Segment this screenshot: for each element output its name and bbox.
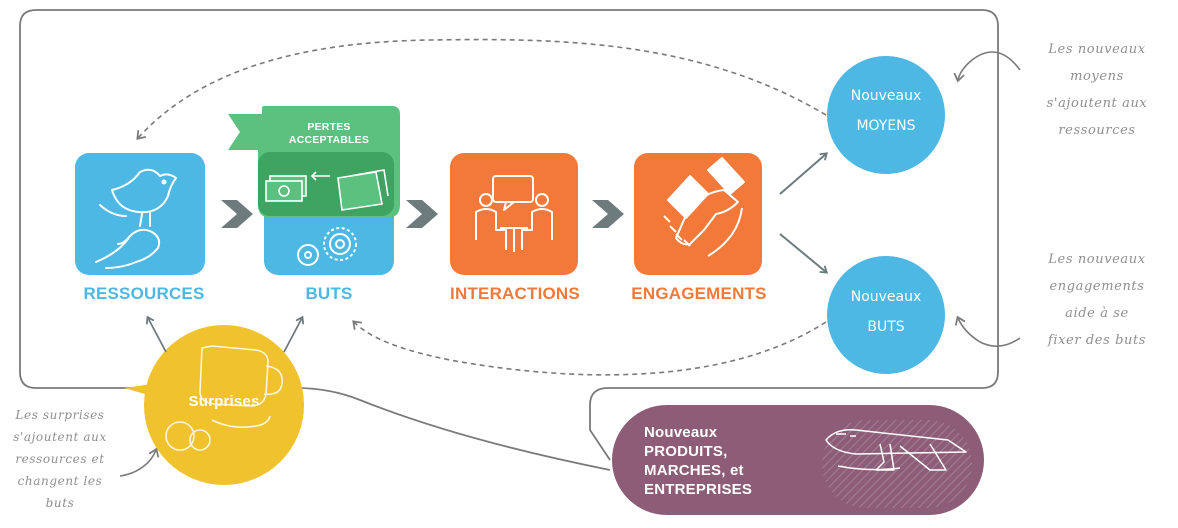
gears-icon <box>297 227 357 266</box>
buts-label: BUTS <box>305 284 353 303</box>
chevron-arrow-1 <box>221 200 253 228</box>
nouveaux-buts-circle <box>827 256 945 374</box>
arrow-surprises-to-buts <box>283 315 305 353</box>
people-talking-icon <box>475 175 553 252</box>
dashed-arrow-buts-to-buts <box>352 320 827 376</box>
process-frame <box>19 9 999 471</box>
engagements-node <box>634 153 762 275</box>
arrow-to-moyens <box>779 152 828 195</box>
note-arrow-surprises <box>119 447 160 477</box>
bird-on-hand-icon <box>95 168 177 269</box>
nouveaux-moyens-circle <box>827 56 945 174</box>
nouveaux-buts-line2: BUTS <box>867 319 905 335</box>
note-nouveaux-moyens: Les nouveaux moyens s'ajoutent aux resso… <box>1046 42 1148 138</box>
pertes-acceptables-badge <box>228 106 400 218</box>
nouveaux-moyens-label: Nouveaux MOYENS <box>827 86 945 136</box>
nouveaux-moyens-line1: Nouveaux <box>850 88 922 104</box>
note-arrow-buts <box>954 315 1021 347</box>
nouveaux-produits-node <box>612 405 984 515</box>
note-nouveaux-buts: Les nouveaux engagements aide à se fixer… <box>1047 252 1147 348</box>
pertes-acceptables-label: PERTES ACCEPTABLES <box>288 121 370 146</box>
handshake-icon <box>663 157 745 257</box>
nouveaux-buts-line1: Nouveaux <box>850 289 922 305</box>
surprises-label: Surprises <box>188 393 260 410</box>
engagements-label: ENGAGEMENTS <box>631 284 767 303</box>
ressources-node <box>75 153 205 275</box>
money-wallet-icon <box>265 169 389 211</box>
dashed-arrow-moyens-to-ressources <box>136 38 827 140</box>
nouveaux-buts-label: Nouveaux BUTS <box>827 287 945 337</box>
chevron-arrow-2 <box>406 200 438 228</box>
arrow-to-buts <box>779 233 829 274</box>
lemonade-icon <box>165 345 283 451</box>
interactions-node <box>450 153 578 275</box>
note-arrow-moyens <box>953 51 1021 83</box>
interactions-label: INTERACTIONS <box>450 284 580 303</box>
ressources-label: RESSOURCES <box>83 284 205 303</box>
airplane-icon <box>825 428 967 471</box>
surprises-node <box>124 325 304 485</box>
note-surprises: Les surprises s'ajoutent aux ressources … <box>13 408 107 510</box>
chevron-arrow-3 <box>592 200 624 228</box>
nouveaux-moyens-line2: MOYENS <box>856 118 916 134</box>
nouveaux-produits-label: Nouveaux PRODUITS, MARCHES, et ENTREPRIS… <box>644 424 753 498</box>
arrow-surprises-to-ressources <box>145 315 167 353</box>
